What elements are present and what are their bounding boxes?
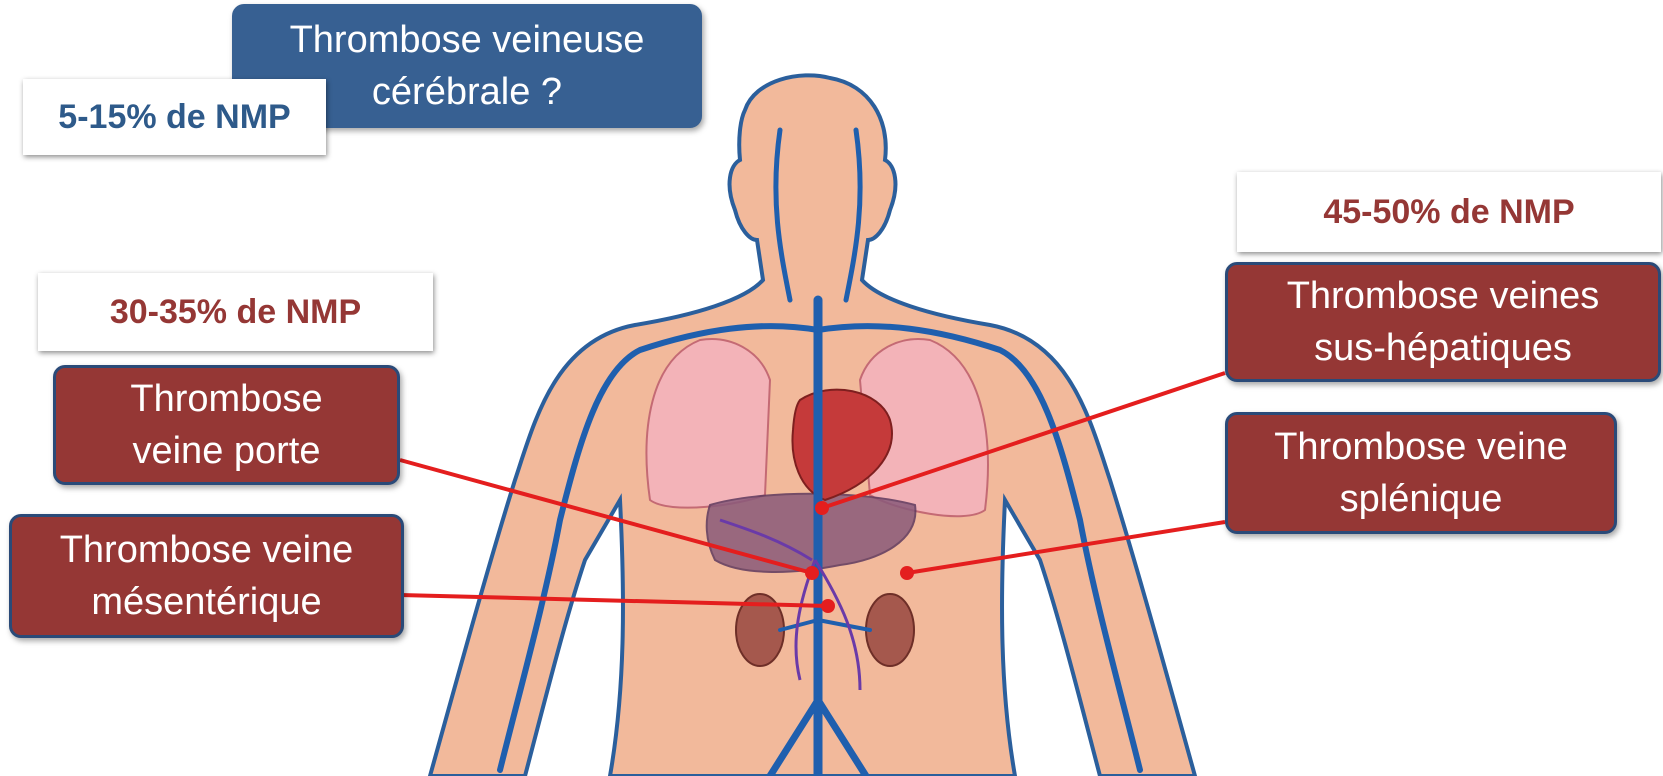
stat-cerebral: 5-15% de NMP — [23, 79, 326, 155]
endpoint-mesenterique — [821, 599, 835, 613]
endpoint-porte — [805, 566, 819, 580]
callout-thrombose-veine-porte: Thrombose veine porte — [53, 365, 400, 485]
callout-thrombose-veines-sus-hepatiques: Thrombose veines sus-hépatiques — [1225, 262, 1661, 382]
stat-portal-group: 30-35% de NMP — [38, 273, 433, 351]
endpoint-splenique — [900, 566, 914, 580]
callout-thrombose-veine-mesenterique: Thrombose veine mésentérique — [9, 514, 404, 638]
right-kidney — [866, 594, 914, 666]
callout-thrombose-veine-splenique: Thrombose veine splénique — [1225, 412, 1617, 534]
endpoint-sus-hepatiques — [815, 501, 829, 515]
stat-hepatic-group: 45-50% de NMP — [1237, 172, 1661, 252]
